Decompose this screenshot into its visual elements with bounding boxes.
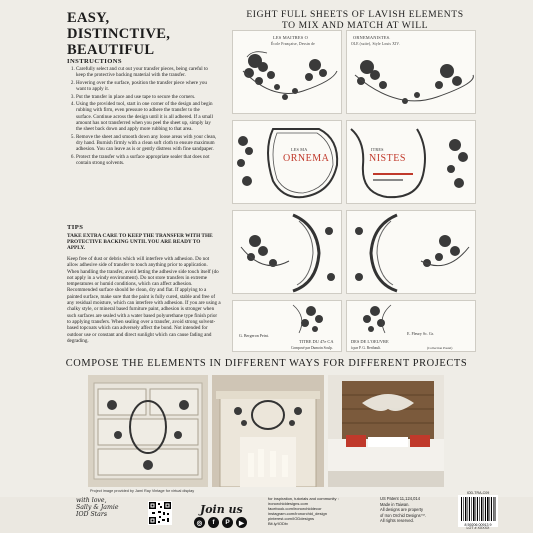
youtube-icon[interactable]: ▶ bbox=[236, 517, 247, 528]
link-pinterest[interactable]: pinterest.com/IODdesigns bbox=[268, 516, 315, 521]
garland-illustration bbox=[292, 304, 323, 334]
community-links: for inspiration, tutorials and community… bbox=[268, 496, 378, 526]
facebook-icon[interactable]: f bbox=[208, 517, 219, 528]
transfer-sheet-7: G. Bergeron Peint. TITRE DU 47e CA Compo… bbox=[232, 300, 342, 352]
svg-text:8 59206 00913 9: 8 59206 00913 9 bbox=[465, 523, 492, 527]
transfer-sheet-6 bbox=[346, 210, 476, 294]
sku-label: IOD-TRA-C09 bbox=[466, 491, 490, 495]
instruction-step: Remove the sheet and smooth down any loo… bbox=[76, 134, 217, 153]
brand-title: EASY, DISTINCTIVE, BEAUTIFUL bbox=[67, 10, 171, 58]
cartouche-illustration bbox=[240, 213, 335, 293]
instructions-list: Carefully select and cut out your transf… bbox=[67, 66, 217, 168]
transfer-sheet-1: LES MAITRES O École Française, Dessin de bbox=[232, 30, 342, 114]
transfer-sheet-3: LES MA ORNEMA bbox=[232, 120, 342, 204]
instruction-step: Carefully select and cut out your transf… bbox=[76, 66, 217, 79]
instruction-step: Hovering over the surface, position the … bbox=[76, 80, 217, 93]
project-photo-dresser bbox=[88, 375, 208, 487]
lot-number: LOT # XXXXX bbox=[466, 526, 490, 530]
ornate-frame-illustration bbox=[350, 128, 468, 199]
tips-warning: TAKE EXTRA CARE TO KEEP THE TRANSFER WIT… bbox=[67, 233, 213, 252]
footer bbox=[0, 497, 533, 533]
ornate-frame-illustration bbox=[237, 128, 339, 199]
link-website[interactable]: ironorchiddesigns.com bbox=[268, 501, 309, 506]
legal-text: US Patent 11,124,014 Made in Taiwan. All… bbox=[380, 496, 426, 524]
instagram-icon[interactable]: ◎ bbox=[194, 517, 205, 528]
floral-swag-illustration bbox=[354, 60, 474, 104]
social-icons: ◎ f P ▶ bbox=[194, 517, 252, 529]
instruction-step: Using the provided tool, start in one co… bbox=[76, 101, 217, 132]
photo-caption: Project image provided by Jami Ray Vinta… bbox=[90, 489, 195, 493]
transfer-sheet-8: E. Fleury Sc. Gr. DES DE L'OEUVRE à par … bbox=[346, 300, 476, 352]
signature-logo: with love, Sally & Jamie IOD Stars bbox=[76, 497, 119, 518]
transfer-sheet-5 bbox=[232, 210, 342, 294]
tips-heading: TIPS bbox=[67, 224, 84, 231]
instruction-step: Put the transfer in place and use tape t… bbox=[76, 94, 217, 100]
link-youtube[interactable]: Bit.ly/IODtv bbox=[268, 521, 289, 526]
project-photo-bedroom bbox=[328, 375, 444, 487]
instructions-heading: INSTRUCTIONS bbox=[67, 58, 122, 65]
sheets-heading: EIGHT FULL SHEETS OF LAVISH ELEMENTS TO … bbox=[246, 9, 464, 31]
floral-swag-illustration bbox=[242, 51, 338, 100]
pinterest-icon[interactable]: P bbox=[222, 517, 233, 528]
project-photo-fireplace bbox=[212, 375, 324, 487]
tips-body: Keep free of dust or debris which will i… bbox=[67, 256, 221, 344]
garland-illustration bbox=[363, 304, 392, 334]
cartouche-illustration bbox=[355, 213, 470, 293]
barcode-icon: 8 59206 00913 9 bbox=[458, 495, 498, 527]
transfer-sheet-2: ORNEMANISTES. OLE (suite), Style Louis X… bbox=[346, 30, 476, 114]
join-us-label: Join us bbox=[200, 503, 243, 516]
qr-code[interactable] bbox=[148, 501, 172, 525]
link-facebook[interactable]: facebook.com/ironorchiddecor bbox=[268, 506, 322, 511]
compose-heading: COMPOSE THE ELEMENTS IN DIFFERENT WAYS F… bbox=[65, 358, 468, 369]
barcode-block: IOD-TRA-C09 8 59206 00913 9 LOT # XXXXX bbox=[458, 491, 498, 531]
link-instagram[interactable]: instagram.com/ironorchid_design bbox=[268, 511, 327, 516]
instruction-step: Protect the transfer with a surface appr… bbox=[76, 154, 217, 167]
transfer-sheet-4: ITRES NISTES bbox=[346, 120, 476, 204]
